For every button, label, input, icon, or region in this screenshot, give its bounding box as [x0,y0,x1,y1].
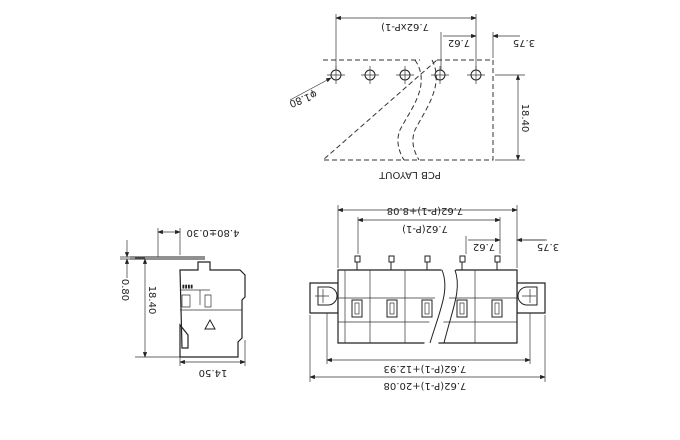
wire-windows [351,299,503,318]
dim-hole-diameter: φ1.80 [287,88,318,109]
hole [361,66,379,84]
side-body [179,261,246,358]
pcb-layout-view: 7.62xP-1) 7.62 3.75 φ1.80 18.40 PCB LAYO… [287,14,535,180]
brand-mark: ▮▮▮▮ [182,284,193,290]
dim-edge-offset: 3.75 [537,241,559,252]
hole [431,66,449,84]
dim-pin-thickness: 0.80 [119,279,130,301]
dim-edge-offset: 3.75 [513,37,535,48]
dim-bottom-outer: 7.62(P-1)+20.08 [384,380,467,391]
dim-top-inner: 7.62(P-1) [402,223,448,234]
pcb-holes [327,66,485,84]
dim-depth: 18.40 [519,104,530,133]
pcb-layout-title: PCB LAYOUT [378,169,441,180]
pins [354,255,501,270]
warning-icon [204,318,216,330]
pcb-outline [321,59,494,161]
break-line [412,59,437,161]
connector-body [337,269,518,344]
hole [396,66,414,84]
dim-bottom-inner: 7.62(P-1)+12.93 [384,363,467,374]
dim-pin-length: 4.80±0.30 [187,227,240,238]
side-view: ▮▮▮▮ 4.80±0.30 0.80 18.40 14.50 [119,227,246,378]
dim-top-outer: 7.62(P-1)+8.08 [387,205,464,216]
dim-height: 18.40 [146,286,157,315]
dim-pitch-total: 7.62xP-1) [381,21,429,32]
dim-pitch: 7.62 [448,37,470,48]
dim-width: 14.50 [199,367,228,378]
pin-lead [130,256,205,260]
front-view: 7.62(P-1)+8.08 7.62(P-1) 7.62 3.75 7.62(… [309,205,559,391]
break-line [397,59,422,161]
dim-pitch: 7.62 [473,241,495,252]
